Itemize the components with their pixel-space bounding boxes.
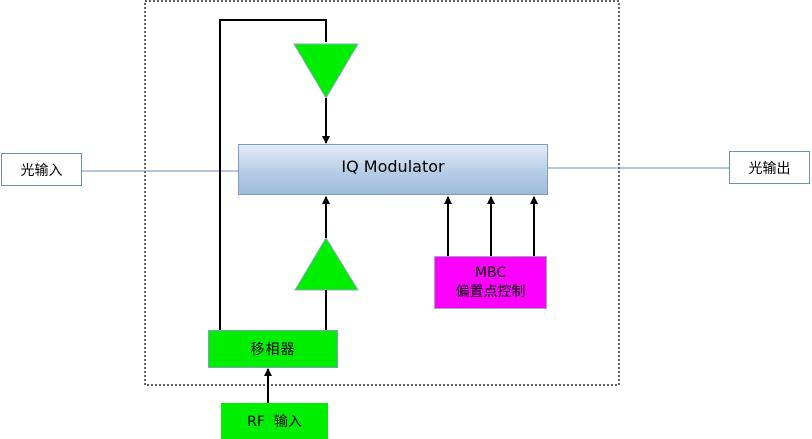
mbc-bias-control-block: MBC 偏置点控制 (434, 256, 547, 309)
top-amplifier-triangle (293, 43, 359, 99)
iq-modulator-block: IQ Modulator (238, 144, 548, 195)
rf-input-block: RF 输入 (221, 403, 328, 439)
rf-input-label: RF 输入 (247, 414, 302, 430)
optical-output-box: 光输出 (729, 151, 810, 184)
mbc-label: MBC (474, 264, 507, 281)
modulator-enclosure (144, 0, 620, 386)
iq-modulator-label: IQ Modulator (341, 157, 445, 176)
optical-input-box: 光输入 (1, 153, 82, 186)
bottom-amplifier-triangle (294, 237, 359, 291)
optical-input-label: 光输入 (20, 162, 63, 179)
phase-feedback-line (219, 19, 327, 330)
mbc-bias-label: 偏置点控制 (455, 283, 526, 300)
phase-shifter-label: 移相器 (250, 342, 296, 358)
optical-output-label: 光输出 (748, 160, 791, 177)
phase-shifter-block: 移相器 (208, 330, 338, 368)
